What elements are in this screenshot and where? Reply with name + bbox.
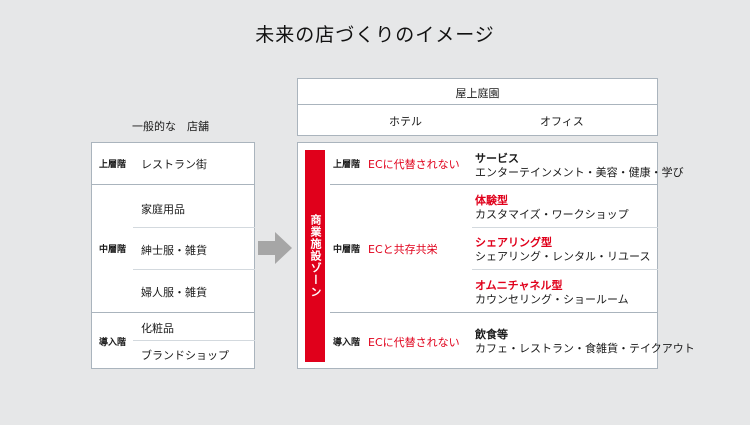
rooftop-item-hotel: ホテル bbox=[389, 115, 422, 128]
divider bbox=[133, 340, 255, 341]
commercial-zone-label: 商業施設ゾーン bbox=[305, 150, 325, 362]
divider bbox=[330, 184, 658, 185]
divider bbox=[297, 104, 658, 105]
zone-middle-head: オムニチャネル型 bbox=[475, 279, 563, 292]
zone-middle-policy: ECと共存共栄 bbox=[368, 243, 438, 256]
zone-upper-level: 上層階 bbox=[333, 160, 361, 170]
zone-upper-desc: エンターテインメント・美容・健康・学び bbox=[475, 166, 684, 179]
divider bbox=[133, 227, 255, 228]
left-middle-item: 紳士服・雑貨 bbox=[141, 244, 207, 257]
general-store-box bbox=[91, 142, 255, 369]
divider bbox=[330, 312, 658, 313]
zone-middle-head: シェアリング型 bbox=[475, 236, 552, 249]
left-upper-label: 上層階 bbox=[99, 160, 127, 170]
left-middle-item: 家庭用品 bbox=[141, 203, 185, 216]
diagram-title: 未来の店づくりのイメージ bbox=[255, 24, 495, 46]
zone-entry-desc: カフェ・レストラン・食雑貨・テイクアウト bbox=[475, 342, 695, 355]
general-store-header: 一般的な 店舗 bbox=[132, 120, 209, 133]
left-middle-item: 婦人服・雑貨 bbox=[141, 286, 207, 299]
transition-arrow-icon bbox=[258, 232, 292, 264]
rooftop-title: 屋上庭園 bbox=[455, 87, 500, 100]
zone-entry-level: 導入階 bbox=[333, 338, 361, 348]
divider bbox=[91, 312, 255, 313]
left-entry-item: ブランドショップ bbox=[141, 349, 229, 362]
rooftop-box bbox=[297, 78, 658, 136]
left-entry-label: 導入階 bbox=[99, 338, 127, 348]
divider bbox=[472, 227, 658, 228]
zone-middle-desc: シェアリング・レンタル・リユース bbox=[475, 250, 651, 263]
left-entry-item: 化粧品 bbox=[141, 322, 174, 335]
zone-upper-policy: ECに代替されない bbox=[368, 158, 460, 171]
zone-middle-desc: カスタマイズ・ワークショップ bbox=[475, 208, 629, 221]
left-middle-label: 中層階 bbox=[99, 245, 127, 255]
commercial-zone-box bbox=[297, 142, 658, 369]
zone-middle-head: 体験型 bbox=[475, 194, 508, 207]
divider bbox=[472, 269, 658, 270]
zone-middle-level: 中層階 bbox=[333, 245, 361, 255]
zone-entry-policy: ECに代替されない bbox=[368, 336, 460, 349]
zone-entry-head: 飲食等 bbox=[475, 328, 508, 341]
zone-upper-head: サービス bbox=[475, 152, 519, 165]
rooftop-item-office: オフィス bbox=[540, 115, 584, 128]
divider bbox=[91, 184, 255, 185]
left-upper-item: レストラン街 bbox=[141, 158, 207, 171]
zone-middle-desc: カウンセリング・ショールーム bbox=[475, 293, 629, 306]
divider bbox=[133, 269, 255, 270]
